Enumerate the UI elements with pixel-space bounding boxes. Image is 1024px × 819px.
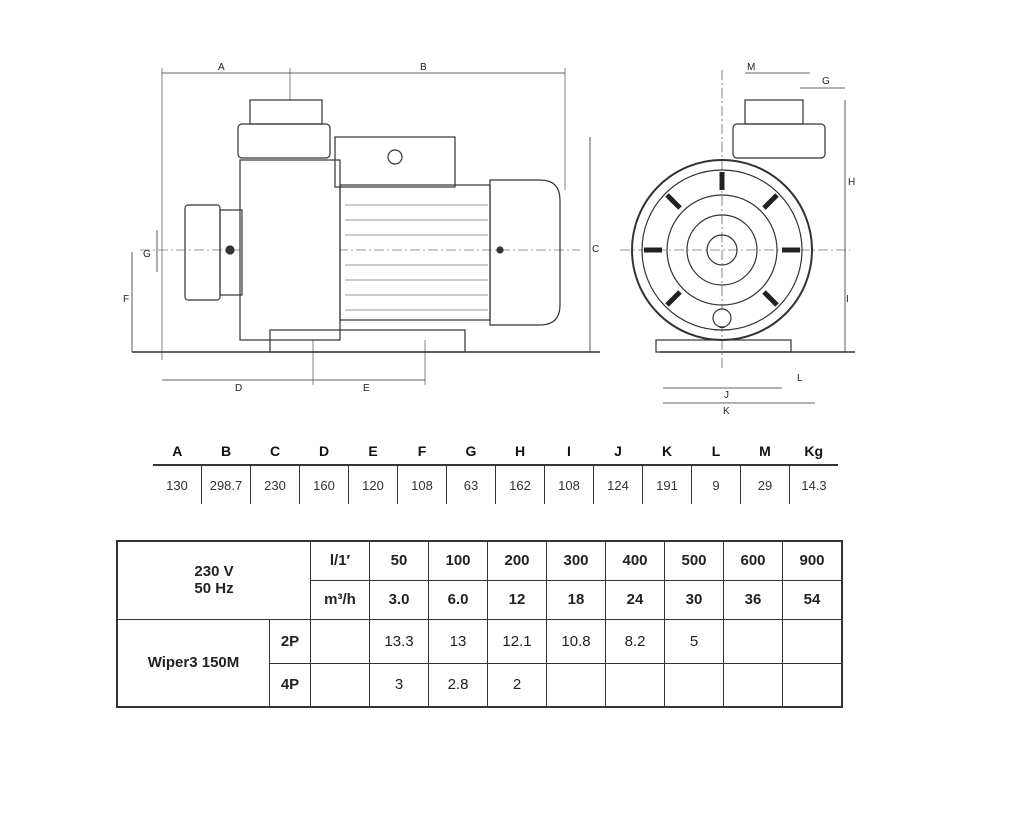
pump-technical-drawing: A B C D E F G M G H I J L K — [123, 62, 855, 417]
dimension-header: F — [397, 438, 447, 466]
flow-lpm-cell: 400 — [605, 540, 665, 581]
dim-label-i: I — [846, 294, 849, 305]
flow-lpm-cell: 100 — [428, 540, 488, 581]
poles-2p: 2P — [269, 618, 311, 664]
dimension-labels: A B C D E F G M G H I J L K — [123, 62, 855, 417]
dimension-header: A — [153, 438, 202, 466]
head-value-cell — [723, 618, 783, 664]
head-value-cell: 10.8 — [546, 618, 606, 664]
dimension-header: G — [446, 438, 496, 466]
dimension-value: 63 — [446, 465, 496, 504]
flow-unit-m3h: m³/h — [310, 579, 370, 620]
dimension-header: E — [348, 438, 398, 466]
head-value-cell: 13.3 — [369, 618, 429, 664]
dim-label-j: J — [724, 390, 729, 401]
flow-m3h-cell: 24 — [605, 579, 665, 620]
dimension-header: H — [495, 438, 545, 466]
dim-label-k: K — [723, 406, 730, 417]
flow-m3h-cell: 6.0 — [428, 579, 488, 620]
head-value-cell: 3 — [369, 662, 429, 708]
head-value-cell: 8.2 — [605, 618, 665, 664]
flow-lpm-cell: 500 — [664, 540, 724, 581]
pump-front-view — [620, 70, 855, 404]
head-value-cell — [723, 662, 783, 708]
head-value-cell: 2.8 — [428, 662, 488, 708]
head-value-cell: 5 — [664, 618, 724, 664]
pump-side-view — [131, 68, 600, 385]
dimension-value: 14.3 — [789, 465, 838, 504]
head-value-cell — [782, 618, 843, 664]
flow-lpm-cell: 300 — [546, 540, 606, 581]
dimension-value: 191 — [642, 465, 692, 504]
head-value-cell — [605, 662, 665, 708]
dimension-value: 230 — [250, 465, 300, 504]
dimension-value: 29 — [740, 465, 790, 504]
dimension-value: 9 — [691, 465, 741, 504]
dimension-header: J — [593, 438, 643, 466]
dimension-value: 160 — [299, 465, 349, 504]
flow-m3h-cell: 3.0 — [369, 579, 429, 620]
supply-voltage: 230 V — [194, 563, 234, 581]
dim-label-h: H — [848, 177, 855, 188]
head-value-cell — [782, 662, 843, 708]
dimension-value: 108 — [397, 465, 447, 504]
flow-lpm-cell: 50 — [369, 540, 429, 581]
model-name: Wiper3 150M — [116, 618, 270, 708]
head-value-cell: 13 — [428, 618, 488, 664]
dim-label-e: E — [363, 383, 370, 394]
dimension-value: 124 — [593, 465, 643, 504]
poles-4p: 4P — [269, 662, 311, 708]
dimension-value: 120 — [348, 465, 398, 504]
dimension-header: C — [250, 438, 300, 466]
dim-label-d: D — [235, 383, 242, 394]
flow-m3h-cell: 30 — [664, 579, 724, 620]
dim-label-f: F — [123, 294, 129, 305]
dimension-header: D — [299, 438, 349, 466]
dimension-value: 108 — [544, 465, 594, 504]
dimension-value: 162 — [495, 465, 545, 504]
dim-label-b: B — [420, 62, 427, 73]
flow-lpm-cell: 600 — [723, 540, 783, 581]
dimension-header: B — [201, 438, 251, 466]
flow-m3h-cell: 54 — [782, 579, 843, 620]
dim-label-c: C — [592, 244, 599, 255]
dimension-header: I — [544, 438, 594, 466]
supply-cell: 230 V 50 Hz — [116, 540, 311, 620]
head-value-cell — [546, 662, 606, 708]
dim-label-g-front: G — [822, 76, 830, 87]
head-value-cell — [664, 662, 724, 708]
dimension-header: M — [740, 438, 790, 466]
flow-unit-lpm: l/1′ — [310, 540, 370, 581]
dimension-header: Kg — [789, 438, 838, 466]
dimension-header: K — [642, 438, 692, 466]
flow-m3h-cell: 12 — [487, 579, 547, 620]
flow-lpm-cell: 900 — [782, 540, 843, 581]
flow-m3h-cell: 36 — [723, 579, 783, 620]
supply-frequency: 50 Hz — [194, 580, 234, 598]
head-value-cell: 12.1 — [487, 618, 547, 664]
dimension-value: 298.7 — [201, 465, 251, 504]
empty-cell — [310, 662, 370, 708]
dim-label-g: G — [143, 249, 151, 260]
dimension-header: L — [691, 438, 741, 466]
head-value-cell: 2 — [487, 662, 547, 708]
flow-m3h-cell: 18 — [546, 579, 606, 620]
dimension-value: 130 — [166, 477, 188, 493]
dim-label-a: A — [218, 62, 225, 73]
flow-lpm-cell: 200 — [487, 540, 547, 581]
dim-label-l: L — [797, 373, 803, 384]
empty-cell — [310, 618, 370, 664]
dim-label-m: M — [747, 62, 755, 73]
